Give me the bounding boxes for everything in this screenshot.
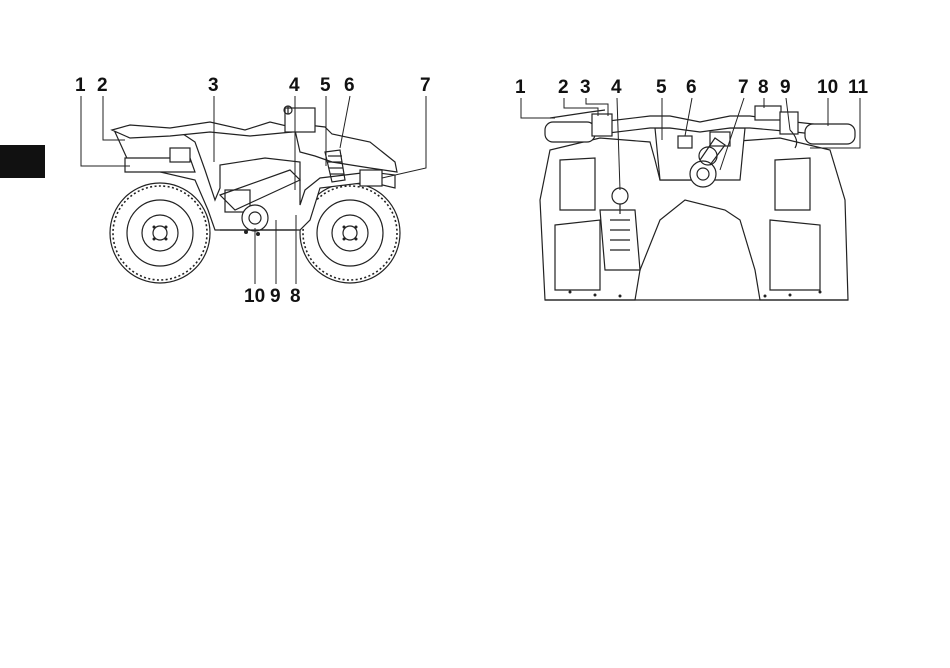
- rear-wheel: [110, 183, 210, 283]
- callout-label: 4: [611, 77, 622, 98]
- callout-label: 3: [580, 77, 591, 98]
- callout-label: 10: [817, 77, 838, 98]
- callout-label: 4: [289, 75, 300, 96]
- callout-label: 1: [515, 77, 526, 98]
- callout-label: 8: [758, 77, 769, 98]
- callout-label: 8: [290, 286, 301, 307]
- atv-side-view-drawing: 1 2 3 4 5 6 7 10 9 8: [70, 70, 440, 310]
- section-tab-marker: [0, 145, 45, 178]
- callout-label: 5: [320, 75, 331, 96]
- callout-label: 10: [244, 286, 265, 307]
- callout-label: 6: [344, 75, 355, 96]
- callout-label: 7: [738, 77, 749, 98]
- callout-label: 1: [75, 75, 86, 96]
- atv-handlebar-view-drawing: 1 2 3 4 5 6 7 8 9 10 11: [510, 70, 890, 310]
- callout-label: 7: [420, 75, 431, 96]
- callout-label: 9: [780, 77, 791, 98]
- callout-label: 5: [656, 77, 667, 98]
- callout-label: 9: [270, 286, 281, 307]
- atv-handlebar-view-figure: 1 2 3 4 5 6 7 8 9 10 11: [510, 70, 890, 310]
- callout-label: 2: [558, 77, 569, 98]
- callout-label: 6: [686, 77, 697, 98]
- callout-label: 11: [848, 77, 869, 98]
- callout-label: 3: [208, 75, 219, 96]
- atv-side-view-figure: 1 2 3 4 5 6 7 10 9 8: [70, 70, 440, 310]
- callout-label: 2: [97, 75, 108, 96]
